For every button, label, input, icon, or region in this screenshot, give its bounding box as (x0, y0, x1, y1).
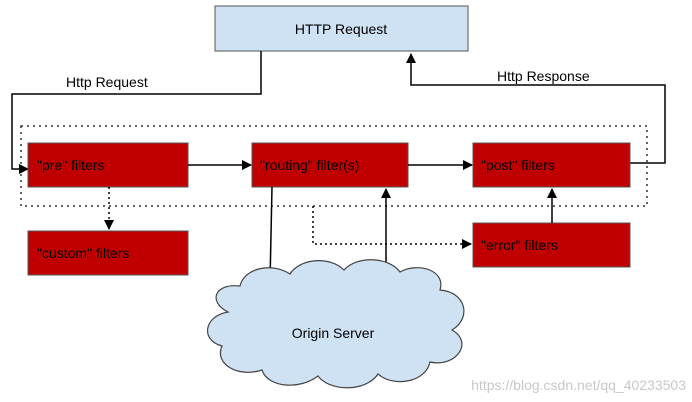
routing-filters-label: "routing" filter(s) (260, 157, 359, 173)
post-filters-label: "post" filters (481, 157, 555, 173)
filter-chain-boundary (20, 125, 648, 207)
http-request-box (214, 5, 469, 52)
pre-filters-label: "pre" filters (37, 157, 105, 173)
custom-filters-label: "custom" filters (37, 245, 129, 261)
error-filters-box (472, 222, 631, 268)
routing-to-origin-arrow (265, 186, 276, 283)
response-edge-label: Http Response (497, 68, 590, 84)
to-error-filters-arrow (312, 206, 472, 249)
origin-server-label: Origin Server (292, 325, 375, 341)
response-path-arrow (406, 53, 666, 164)
origin-server-cloud (206, 259, 465, 389)
http-request-box-label: HTTP Request (295, 21, 387, 37)
request-path-arrow (11, 51, 262, 174)
pre-filters-box (27, 142, 189, 188)
custom-filters-box (27, 230, 189, 276)
post-filters-box (472, 142, 631, 188)
watermark-text: https://blog.csdn.net/qq_40233503 (471, 377, 686, 393)
error-filters-label: "error" filters (481, 237, 558, 253)
routing-filters-box (251, 142, 409, 188)
request-edge-label: Http Request (66, 74, 148, 90)
